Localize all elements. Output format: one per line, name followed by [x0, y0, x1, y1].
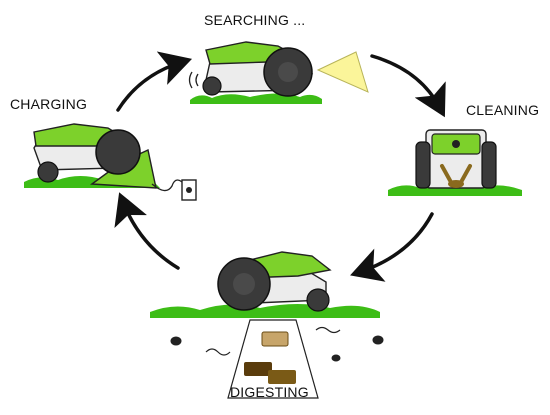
bug-1 — [170, 336, 182, 346]
motion-lines — [188, 71, 199, 89]
socket-hole — [186, 187, 192, 193]
arrow-charge-to-search — [116, 51, 193, 112]
stage-label-cleaning: CLEANING — [466, 102, 540, 118]
debris-dark-1 — [244, 362, 272, 376]
grass-digesting — [150, 304, 380, 318]
stage-label-charging: CHARGING — [10, 96, 88, 112]
right-wheel-cleaning — [481, 141, 497, 189]
worm-2 — [315, 326, 341, 334]
stage-label-searching: SEARCHING ... — [204, 12, 306, 28]
left-wheel-cleaning — [415, 141, 431, 189]
bug-2 — [372, 335, 384, 345]
stage-label-digesting: DIGESTING — [230, 384, 309, 400]
worm-1 — [205, 348, 231, 356]
light-beam — [316, 51, 369, 93]
front-hub-searching — [278, 62, 298, 82]
collected-debris — [448, 180, 464, 188]
soil-bugs — [170, 335, 384, 362]
rear-wheel-charging — [37, 161, 59, 183]
cycle-arrows — [114, 51, 446, 282]
arrow-digest-to-charge — [114, 192, 180, 270]
soil-worms — [205, 326, 341, 356]
rear-wheel-searching — [202, 76, 222, 96]
charging-robot — [24, 123, 197, 201]
rear-hub-digesting — [233, 273, 255, 295]
power-cable — [151, 179, 187, 192]
debris-dark-2 — [268, 370, 296, 384]
searching-robot — [188, 41, 369, 104]
cleaning-arms — [440, 164, 472, 186]
digesting-robot — [150, 251, 384, 399]
bug-3 — [331, 354, 341, 362]
front-wheel-digesting — [306, 288, 330, 312]
arrow-search-to-clean — [370, 54, 446, 118]
sensor-eye — [452, 140, 460, 148]
debris-light — [261, 331, 289, 347]
front-wheel-charging — [95, 129, 141, 175]
arrow-clean-to-digest — [350, 212, 434, 282]
cleaning-robot — [388, 129, 522, 196]
